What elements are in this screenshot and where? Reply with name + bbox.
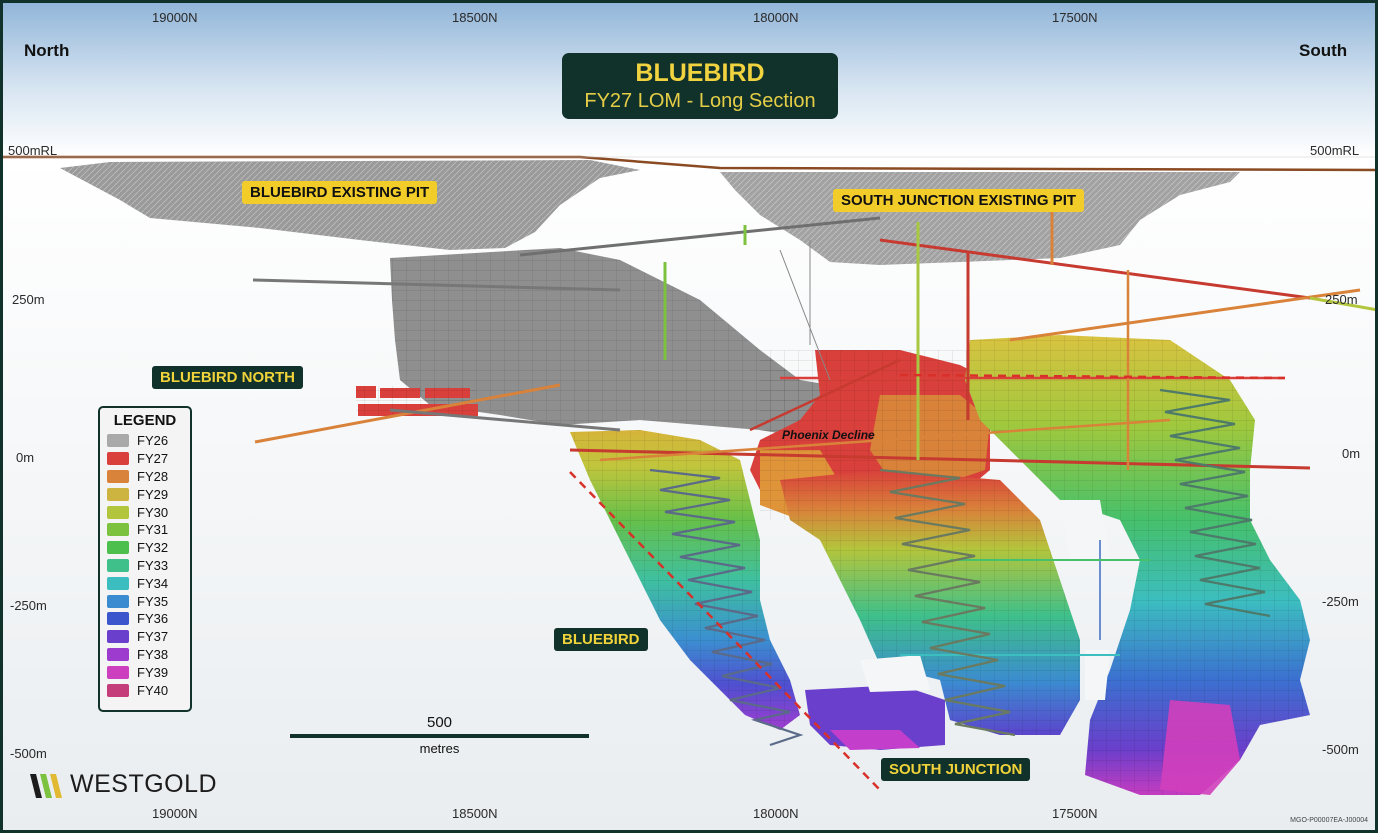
northing-18000-bottom: 18000N xyxy=(753,806,799,821)
northing-18500-top: 18500N xyxy=(452,10,498,25)
central-orebody xyxy=(780,470,1080,735)
westgold-logo-icon xyxy=(30,774,62,798)
northing-19000-bottom: 19000N xyxy=(152,806,198,821)
decline-network xyxy=(252,210,1378,656)
deep-purple-lens xyxy=(805,685,1240,795)
legend-swatch xyxy=(107,612,129,626)
legend-item-fy39: FY39 xyxy=(100,663,190,681)
scale-value: 500 xyxy=(426,714,453,731)
direction-north: North xyxy=(24,41,70,60)
title-box: BLUEBIRD FY27 LOM - Long Section xyxy=(562,53,838,119)
label-bluebird: BLUEBIRD xyxy=(554,628,648,651)
legend-label: FY34 xyxy=(137,575,169,591)
legend-item-fy34: FY34 xyxy=(100,574,190,592)
legend-label: FY31 xyxy=(137,522,169,538)
label-south-junction-existing-pit: SOUTH JUNCTION EXISTING PIT xyxy=(833,189,1085,212)
diagram-title: BLUEBIRD xyxy=(635,59,765,87)
legend-item-fy31: FY31 xyxy=(100,521,190,539)
label-bluebird-north: BLUEBIRD NORTH xyxy=(152,366,303,389)
legend-item-fy27: FY27 xyxy=(100,450,190,468)
rl-m500-left: -500m xyxy=(10,746,47,761)
legend-swatch xyxy=(107,630,129,644)
diagram-subtitle: FY27 LOM - Long Section xyxy=(584,90,816,112)
rl-250-left: 250m xyxy=(12,292,45,307)
label-phoenix-decline: Phoenix Decline xyxy=(782,428,875,442)
scale-unit: metres xyxy=(419,741,460,756)
legend-label: FY32 xyxy=(137,540,169,556)
rl-500-right: 500mRL xyxy=(1310,143,1360,158)
legend-label: FY33 xyxy=(137,557,169,573)
legend-label: FY38 xyxy=(137,646,169,662)
rl-500-left: 500mRL xyxy=(8,143,58,158)
rl-m500-right: -500m xyxy=(1322,742,1359,757)
fy27-bluebird-north xyxy=(356,386,478,416)
legend-item-fy32: FY32 xyxy=(100,539,190,557)
legend-label: FY36 xyxy=(137,611,169,627)
legend-label: FY39 xyxy=(137,664,169,680)
legend-item-fy38: FY38 xyxy=(100,646,190,664)
legend-swatch xyxy=(107,665,129,679)
legend-swatch xyxy=(107,487,129,501)
legend-item-fy26: FY26 xyxy=(100,432,190,450)
legend-item-fy40: FY40 xyxy=(100,681,190,699)
logo-mark-spacer xyxy=(28,771,64,799)
legend-label: FY29 xyxy=(137,486,169,502)
legend-swatch xyxy=(107,434,129,448)
fault-dashed-line xyxy=(569,471,883,793)
legend-swatch xyxy=(107,576,129,590)
bluebird-orebody xyxy=(570,430,800,730)
legend-swatch xyxy=(107,452,129,466)
legend-item-fy36: FY36 xyxy=(100,610,190,628)
label-bluebird-existing-pit: BLUEBIRD EXISTING PIT xyxy=(242,181,438,204)
bluebird-pit-texture xyxy=(60,160,640,250)
rl-m250-right: -250m xyxy=(1322,594,1359,609)
legend-swatch xyxy=(107,541,129,555)
legend-swatch xyxy=(107,647,129,661)
legend-label: FY37 xyxy=(137,629,169,645)
orebody-gaps xyxy=(860,500,1110,700)
rl-m250-left: -250m xyxy=(10,598,47,613)
rl-0-right: 0m xyxy=(1342,446,1361,461)
legend-label: FY30 xyxy=(137,504,169,520)
legend-swatch xyxy=(107,523,129,537)
legend-swatch xyxy=(107,558,129,572)
legend-label: FY26 xyxy=(137,433,169,449)
legend-item-fy29: FY29 xyxy=(100,485,190,503)
legend-item-fy28: FY28 xyxy=(100,468,190,486)
legend-label: FY40 xyxy=(137,682,169,698)
legend-swatch xyxy=(107,683,129,697)
northing-17500-top: 17500N xyxy=(1052,10,1098,25)
rl-0-left: 0m xyxy=(16,450,35,465)
rl-250-right: 250m xyxy=(1325,292,1358,307)
northing-18000-top: 18000N xyxy=(753,10,799,25)
document-reference: MGO-P00007EA-J00004 xyxy=(1290,817,1368,824)
westgold-logo: WESTGOLD xyxy=(28,770,217,799)
legend-swatch xyxy=(107,505,129,519)
logo-text: WESTGOLD xyxy=(70,770,218,798)
legend-item-fy35: FY35 xyxy=(100,592,190,610)
legend-label: FY35 xyxy=(137,593,169,609)
northing-19000-top: 19000N xyxy=(152,10,198,25)
spiral-declines xyxy=(649,388,1271,747)
direction-south: South xyxy=(1299,41,1348,60)
legend-label: FY27 xyxy=(137,451,169,467)
legend-swatch xyxy=(107,594,129,608)
label-south-junction: SOUTH JUNCTION xyxy=(881,758,1031,781)
legend-item-fy30: FY30 xyxy=(100,503,190,521)
legend-swatch xyxy=(107,469,129,483)
legend-label: FY28 xyxy=(137,468,169,484)
northing-18500-bottom: 18500N xyxy=(452,806,498,821)
northing-17500-bottom: 17500N xyxy=(1052,806,1098,821)
legend-item-fy33: FY33 xyxy=(100,557,190,575)
scale-bar xyxy=(290,734,589,738)
legend-title: LEGEND xyxy=(113,412,177,429)
legend-item-fy37: FY37 xyxy=(100,628,190,646)
